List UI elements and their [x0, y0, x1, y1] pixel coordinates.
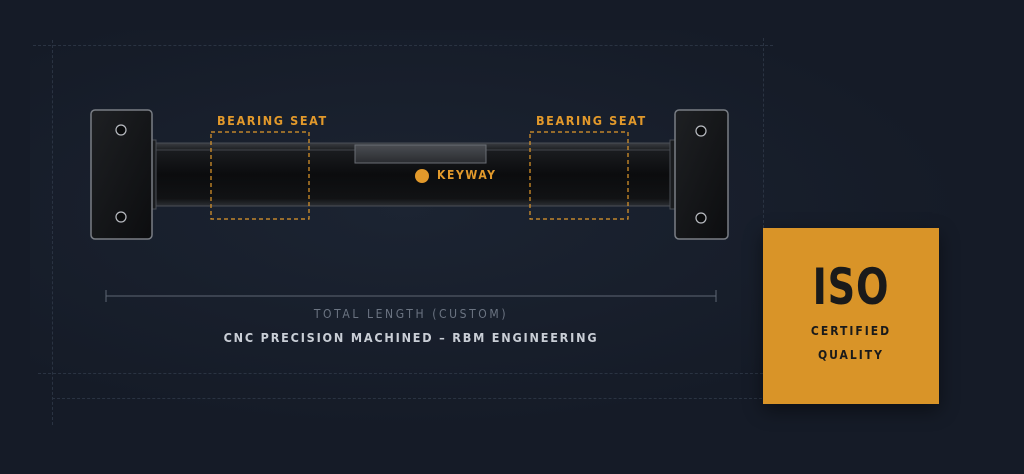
callout-keyway: KEYWAY: [437, 168, 497, 182]
callout-bearing-seat-left: BEARING SEAT: [217, 113, 328, 128]
guide-line-right: [763, 38, 764, 228]
bearing-seat-box-right: [529, 131, 629, 220]
bolt-hole-right-top: [695, 125, 707, 137]
callout-bearing-seat-right: BEARING SEAT: [536, 113, 647, 128]
bearing-seat-box-left: [210, 131, 310, 220]
end-plate-right: [674, 109, 729, 240]
end-plate-left: [90, 109, 153, 240]
guide-line-top: [33, 45, 773, 46]
bolt-hole-right-bottom: [695, 212, 707, 224]
diagram-subtitle: CNC PRECISION MACHINED – RBM ENGINEERING: [223, 330, 599, 345]
bolt-hole-left-top: [115, 124, 127, 136]
badge-line-2: QUALITY: [817, 348, 884, 362]
dimension-label: TOTAL LENGTH (CUSTOM): [313, 307, 509, 321]
keyway-slot: [354, 144, 487, 164]
bolt-hole-left-bottom: [115, 211, 127, 223]
keyway-marker-dot: [415, 169, 429, 183]
badge-line-1: CERTIFIED: [810, 324, 892, 338]
guide-line-left: [52, 40, 53, 425]
guide-line-bottom-outer: [52, 398, 772, 399]
iso-badge: ISO CERTIFIED QUALITY: [763, 228, 939, 404]
badge-main-text: ISO: [812, 258, 890, 316]
guide-line-bottom: [38, 373, 768, 374]
